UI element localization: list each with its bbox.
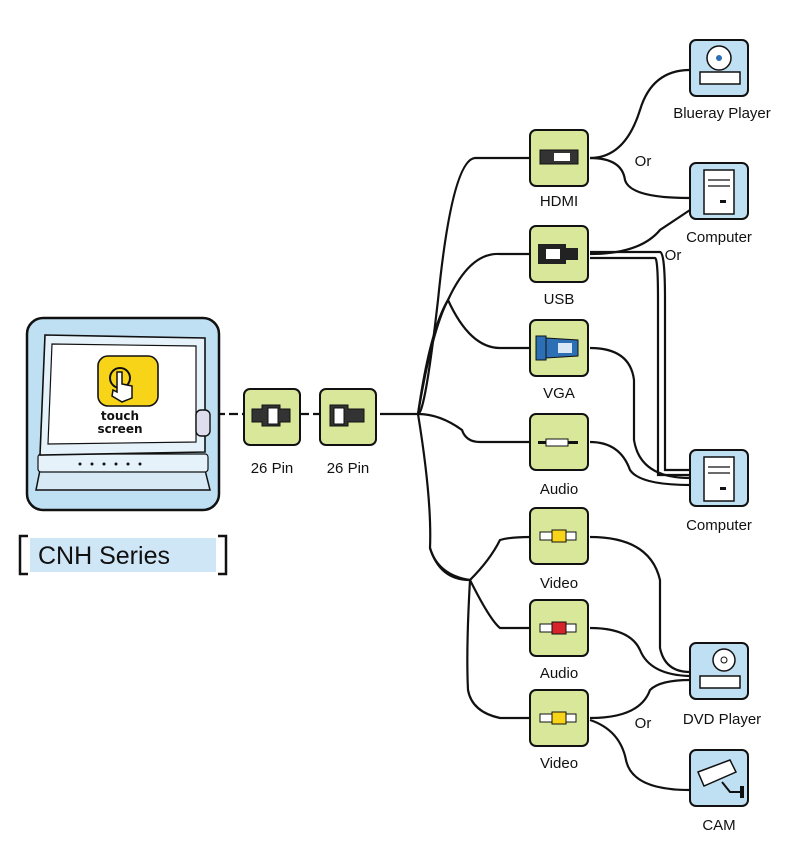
cable-split-video [466,579,530,720]
computer-top-icon [689,162,749,220]
cable-split-audio [469,579,530,630]
video-rca-connector-bottom [529,689,589,747]
usb-label: USB [544,291,575,308]
series-label-box: CNH Series [18,534,228,576]
audio-rca-label: Audio [540,665,578,682]
cable-usb-computer-top [589,209,691,256]
cam-label: CAM [702,817,735,834]
cable-video-bottom-cam [589,718,691,792]
cable-hub-audio [417,412,530,444]
cable-hub-video-top [416,413,471,582]
touch-screen-icon: touch screen [97,355,159,436]
computer-bottom-label: Computer [686,517,752,534]
cam-icon [689,749,749,807]
cable-hdmi-computer [589,156,691,200]
badge-line1: touch [101,409,139,423]
cable-split [428,535,531,582]
or-video: Or [635,715,652,732]
cable-vga-computer [589,346,691,480]
pin-connector-right [319,388,377,446]
monitor-panel: touch screen [25,316,221,512]
cable-hub-hdmi [417,156,530,416]
video-rca-connector-top [529,507,589,565]
usb-connector [529,225,589,283]
cable-video-bottom-dvd [589,678,691,720]
hdmi-label: HDMI [540,193,578,210]
computer-top-label: Computer [686,229,752,246]
cable-hub-vga [416,297,530,415]
vga-label: VGA [543,385,575,402]
video-bottom-label: Video [540,755,578,772]
blueray-label: Blueray Player [673,105,771,122]
cable-video-dvd [589,535,691,674]
hdmi-connector [529,129,589,187]
cable-audio-dvd [589,626,691,678]
video-top-label: Video [540,575,578,592]
computer-bottom-icon [689,449,749,507]
series-label: CNH Series [38,542,170,570]
pin-right-label: 26 Pin [327,460,370,477]
dvd-player-icon [689,642,749,700]
cable-audio-computer [589,440,691,487]
dvd-label: DVD Player [683,711,761,728]
cable-hdmi-blueray [589,68,691,160]
audio-jack-connector [529,413,589,471]
cables [216,68,691,792]
badge-line2: screen [98,422,143,436]
audio-rca-connector [529,599,589,657]
pin-left-label: 26 Pin [251,460,294,477]
or-hdmi: Or [635,153,652,170]
pin-connector-left [243,388,301,446]
blueray-player-icon [689,39,749,97]
audio-top-label: Audio [540,481,578,498]
cable-usb-computer-bottom [590,250,690,472]
vga-connector [529,319,589,377]
or-usb: Or [665,247,682,264]
